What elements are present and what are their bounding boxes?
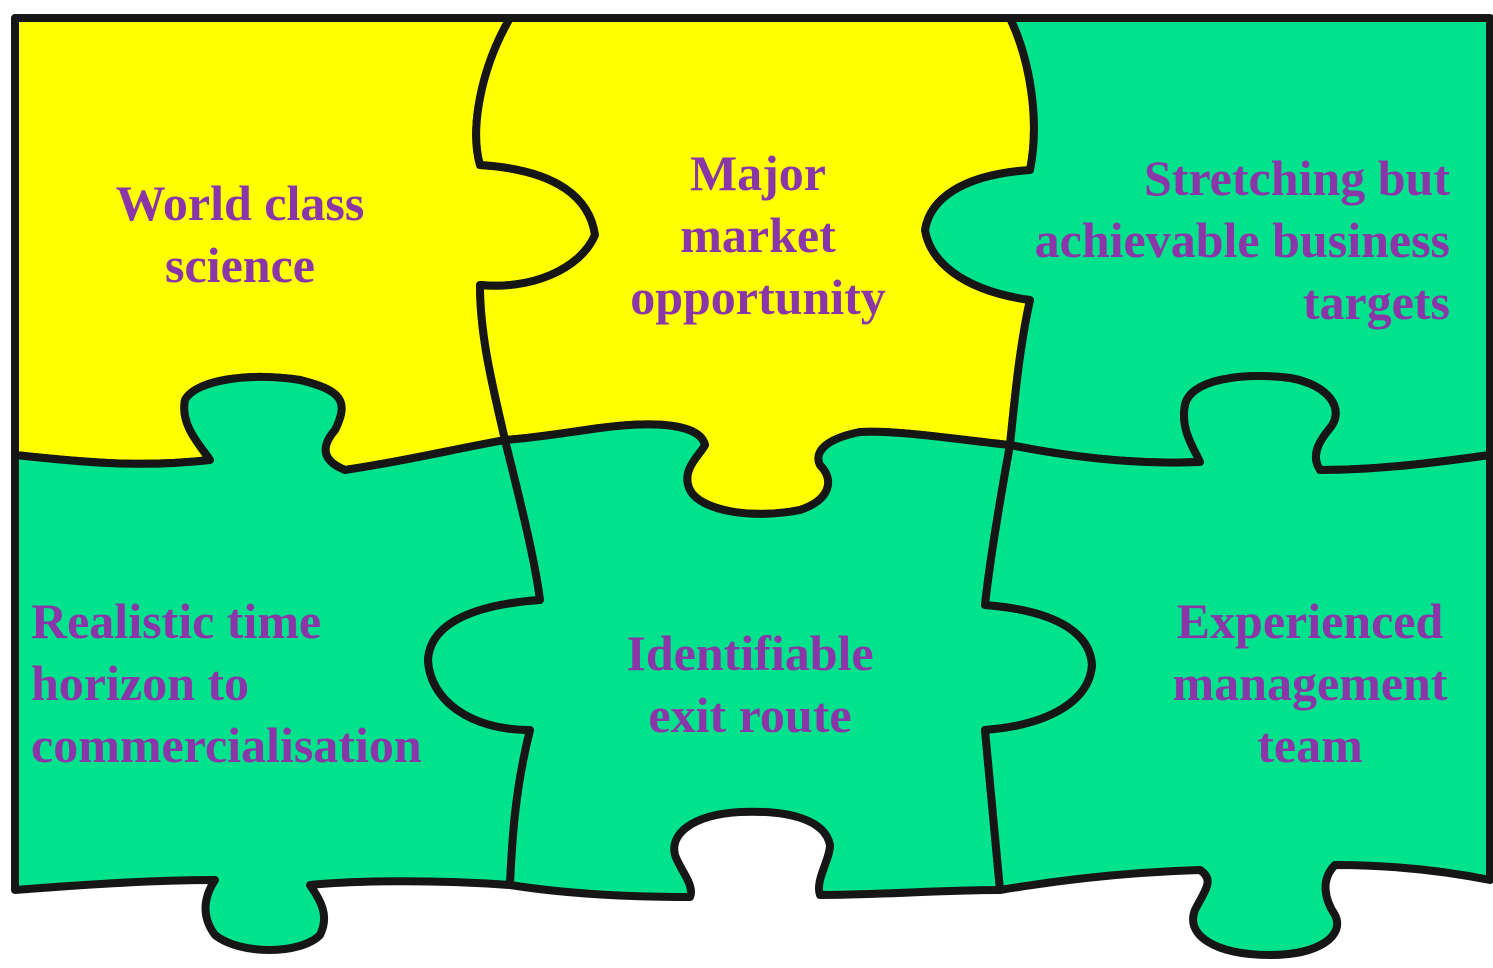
piece-label-line: team — [1257, 717, 1363, 773]
piece-label-top-middle: Major market opportunity — [598, 142, 918, 328]
piece-label-line: Experienced — [1176, 593, 1444, 649]
piece-label-line: opportunity — [630, 269, 886, 325]
piece-label-line: Realistic time — [31, 593, 322, 649]
piece-label-bottom-middle: Identifiable exit route — [600, 622, 900, 746]
piece-label-line: World class — [115, 175, 365, 231]
piece-label-line: targets — [1302, 274, 1450, 330]
piece-label-line: Identifiable — [626, 625, 874, 681]
piece-label-bottom-right: Experienced management team — [1150, 590, 1470, 776]
piece-label-line: science — [165, 237, 315, 293]
piece-label-line: Major — [689, 145, 827, 201]
piece-label-line: horizon to — [31, 655, 250, 711]
piece-label-line: Stretching but — [1143, 150, 1450, 206]
piece-label-top-left: World class science — [70, 172, 410, 296]
piece-label-line: exit route — [648, 687, 852, 743]
piece-label-line: market — [680, 207, 836, 263]
piece-label-top-right: Stretching but achievable business targe… — [990, 147, 1450, 333]
piece-label-bottom-left: Realistic time horizon to commercialisat… — [31, 590, 471, 776]
piece-label-line: commercialisation — [31, 717, 422, 773]
piece-label-line: achievable business — [1034, 212, 1450, 268]
piece-label-line: management — [1172, 655, 1448, 711]
piece-bottom-right — [981, 372, 1493, 959]
